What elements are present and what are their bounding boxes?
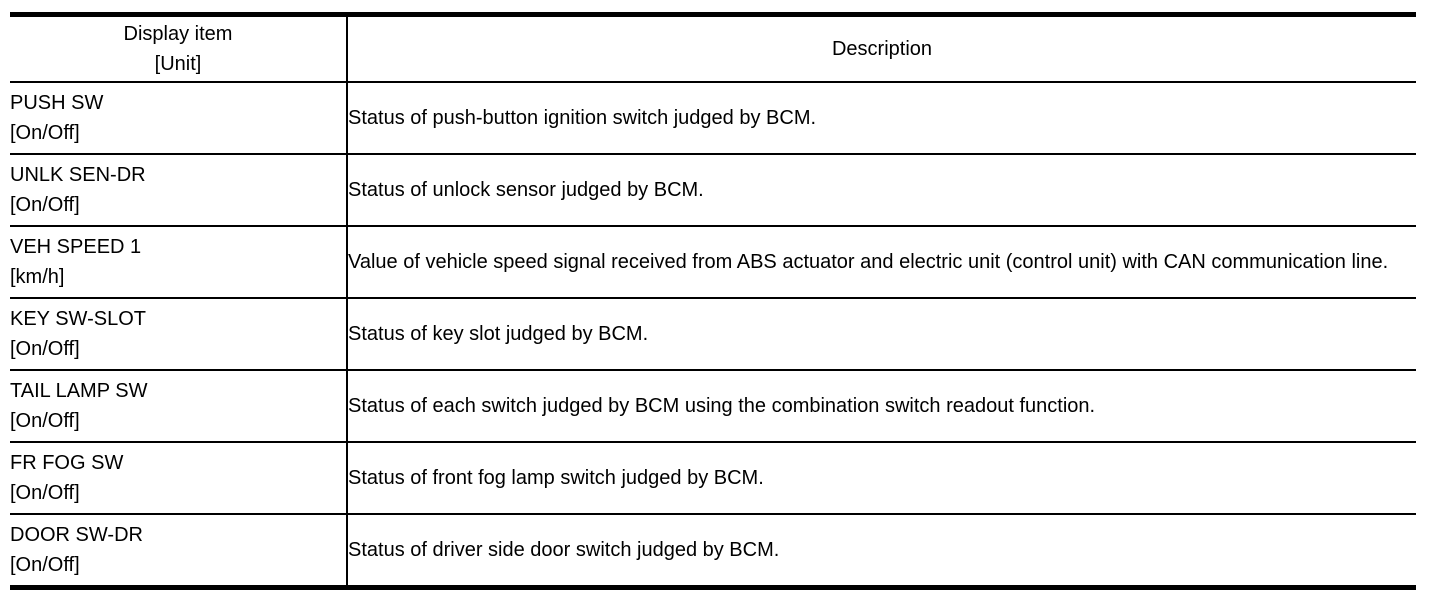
display-item-cell: PUSH SW [On/Off] — [10, 82, 348, 155]
description-cell: Status of unlock sensor judged by BCM. — [347, 154, 1416, 227]
description-cell: Status of key slot judged by BCM. — [347, 298, 1416, 371]
header-unit-label: [Unit] — [154, 53, 202, 75]
item-name: DOOR SW-DR — [10, 524, 143, 546]
header-display-item-label: Display item — [123, 23, 233, 45]
table-row: PUSH SW [On/Off] Status of push-button i… — [10, 82, 1416, 155]
item-name: TAIL LAMP SW — [10, 380, 148, 402]
header-row: Display item [Unit] Description — [10, 14, 1416, 83]
description-header-cell: Description — [347, 14, 1416, 83]
item-unit: [On/Off] — [10, 122, 80, 144]
item-name: PUSH SW — [10, 92, 104, 114]
item-unit: [On/Off] — [10, 554, 80, 576]
display-item-cell: DOOR SW-DR [On/Off] — [10, 514, 348, 588]
description-cell: Status of front fog lamp switch judged b… — [347, 442, 1416, 515]
display-item-cell: KEY SW-SLOT [On/Off] — [10, 298, 348, 371]
item-name: UNLK SEN-DR — [10, 164, 146, 186]
item-unit: [On/Off] — [10, 194, 80, 216]
item-unit: [km/h] — [10, 266, 65, 288]
table-row: KEY SW-SLOT [On/Off] Status of key slot … — [10, 298, 1416, 371]
display-item-cell: UNLK SEN-DR [On/Off] — [10, 154, 348, 227]
table-row: DOOR SW-DR [On/Off] Status of driver sid… — [10, 514, 1416, 588]
display-item-cell: FR FOG SW [On/Off] — [10, 442, 348, 515]
description-cell: Value of vehicle speed signal received f… — [347, 226, 1416, 299]
description-cell: Status of each switch judged by BCM usin… — [347, 370, 1416, 443]
item-unit: [On/Off] — [10, 482, 80, 504]
item-name: VEH SPEED 1 — [10, 236, 142, 258]
display-item-header-cell: Display item [Unit] — [10, 14, 348, 83]
item-name: KEY SW-SLOT — [10, 308, 146, 330]
description-cell: Status of driver side door switch judged… — [347, 514, 1416, 588]
item-unit: [On/Off] — [10, 338, 80, 360]
display-item-table: Display item [Unit] Description PUSH SW … — [10, 12, 1416, 590]
display-item-cell: VEH SPEED 1 [km/h] — [10, 226, 348, 299]
table-row: VEH SPEED 1 [km/h] Value of vehicle spee… — [10, 226, 1416, 299]
table-row: UNLK SEN-DR [On/Off] Status of unlock se… — [10, 154, 1416, 227]
description-cell: Status of push-button ignition switch ju… — [347, 82, 1416, 155]
display-item-cell: TAIL LAMP SW [On/Off] — [10, 370, 348, 443]
item-name: FR FOG SW — [10, 452, 124, 474]
item-unit: [On/Off] — [10, 410, 80, 432]
table-row: FR FOG SW [On/Off] Status of front fog l… — [10, 442, 1416, 515]
table-row: TAIL LAMP SW [On/Off] Status of each swi… — [10, 370, 1416, 443]
